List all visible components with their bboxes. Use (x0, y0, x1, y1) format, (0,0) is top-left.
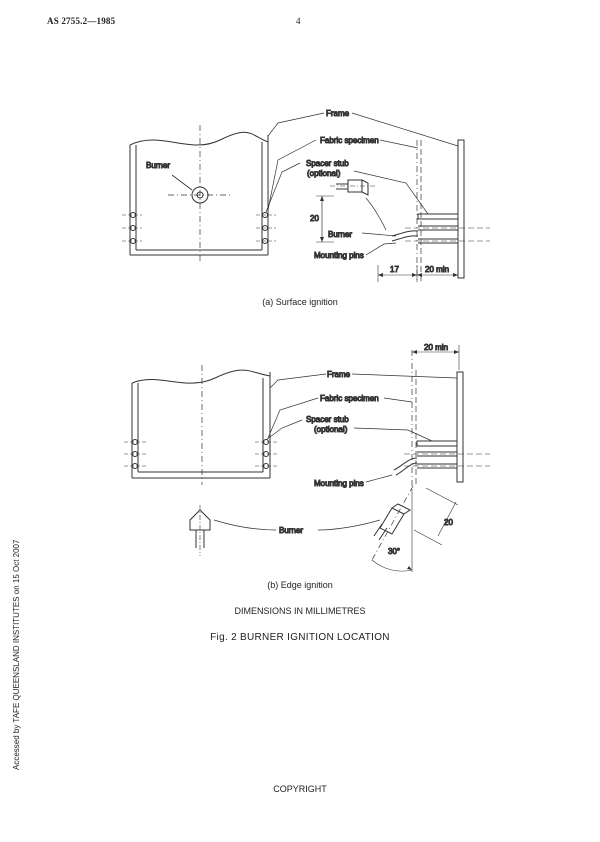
label-burner-front-a: Burner (146, 161, 170, 170)
label-burner-side-a: Burner (328, 230, 352, 239)
surface-ignition-diagram: Frame Fabric specimen Burner Spacer stub… (122, 109, 490, 283)
label-frame-a: Frame (326, 109, 350, 118)
side-view-b (265, 345, 490, 490)
caption-surface-ignition: (a) Surface ignition (262, 297, 338, 307)
standard-number: AS 2755.2—1985 (47, 16, 116, 26)
standalone-burner-b (189, 505, 381, 556)
burner-outer-ring-a (191, 186, 209, 204)
spacer-stub-b (416, 440, 458, 447)
label-burner-b: Burner (279, 526, 303, 535)
label-optional-a: (optional) (307, 169, 341, 178)
label-mounting-pins-b: Mounting pins (314, 479, 364, 488)
spacer-stub-a (417, 213, 459, 220)
angled-burner-b (371, 485, 459, 572)
label-spacer-stub-a: Spacer stub (306, 159, 349, 168)
frame-front-view-a (122, 125, 276, 262)
angle-30-b: 30° (388, 547, 400, 556)
label-optional-b: (optional) (314, 425, 348, 434)
label-mounting-pins-a: Mounting pins (314, 251, 364, 260)
dim-20min-b: 20 min (424, 343, 448, 352)
dim-20-angled-b: 20 (444, 518, 453, 527)
frame-side-a (457, 139, 465, 279)
label-fabric-specimen-b: Fabric specimen (320, 394, 379, 403)
dimensions-note: DIMENSIONS IN MILLIMETRES (234, 606, 366, 616)
caption-edge-ignition: (b) Edge ignition (267, 580, 333, 590)
frame-side-b (456, 371, 464, 483)
dim-20min-a: 20 min (425, 265, 449, 274)
label-spacer-stub-b: Spacer stub (306, 415, 349, 424)
label-frame-b: Frame (327, 370, 351, 379)
dim-20-vertical-a: 20 (310, 214, 319, 223)
copyright-footer: COPYRIGHT (273, 784, 327, 794)
edge-ignition-diagram: 20 min Frame Fabric specimen Spacer stub… (124, 343, 490, 572)
frame-front-view-b (124, 365, 277, 485)
dim-17-a: 17 (390, 265, 399, 274)
label-fabric-specimen-a: Fabric specimen (320, 136, 379, 145)
mounting-pins-front-b (124, 439, 277, 469)
figure-title: Fig. 2 BURNER IGNITION LOCATION (210, 632, 390, 643)
burner-nozzle-a (196, 191, 204, 199)
mounting-pins-front-a (122, 212, 276, 244)
burner-drawing-a (330, 179, 376, 196)
page-number: 4 (296, 16, 301, 26)
side-view-a (265, 112, 490, 283)
